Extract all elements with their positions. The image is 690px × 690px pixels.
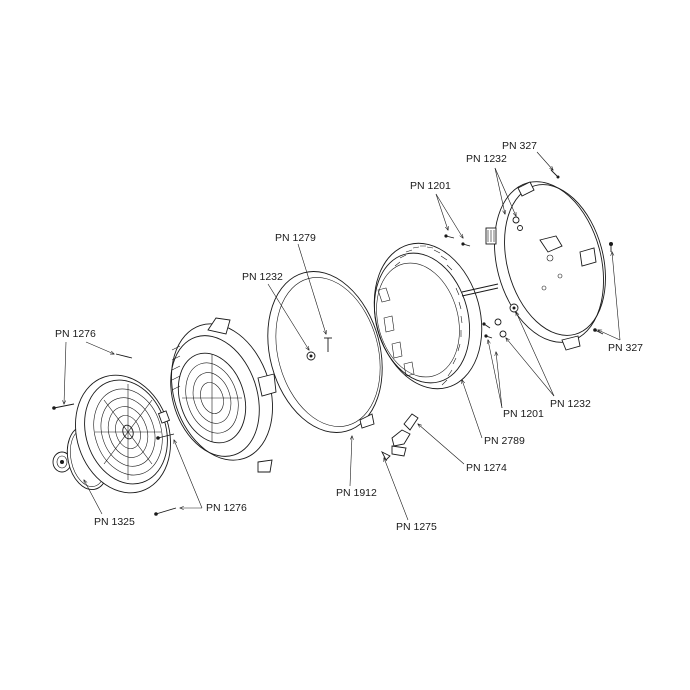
label-pn1274: PN 1274 <box>466 462 507 474</box>
housing-band <box>267 271 383 433</box>
leader-lines <box>64 151 621 521</box>
label-pn1912: PN 1912 <box>336 487 377 499</box>
hardware <box>52 169 613 516</box>
label-pn327-right: PN 327 <box>608 342 644 354</box>
label-pn1232-top: PN 1232 <box>466 153 507 165</box>
label-pn2789: PN 2789 <box>484 435 525 447</box>
label-pn1232-right: PN 1232 <box>550 398 591 410</box>
back-plate <box>485 181 606 351</box>
label-pn1275: PN 1275 <box>396 521 437 533</box>
label-pn1325: PN 1325 <box>94 516 135 528</box>
label-pn1201-top: PN 1201 <box>410 180 451 192</box>
front-shroud <box>157 317 277 473</box>
label-pn1276-bottom: PN 1276 <box>206 502 247 514</box>
label-pn1276-top: PN 1276 <box>55 328 96 340</box>
label-pn1279: PN 1279 <box>275 232 316 244</box>
label-pn1201-right: PN 1201 <box>503 408 544 420</box>
label-pn1232-mid: PN 1232 <box>242 271 283 283</box>
blower-wheel <box>373 242 499 390</box>
label-pn327-top: PN 327 <box>502 140 538 152</box>
